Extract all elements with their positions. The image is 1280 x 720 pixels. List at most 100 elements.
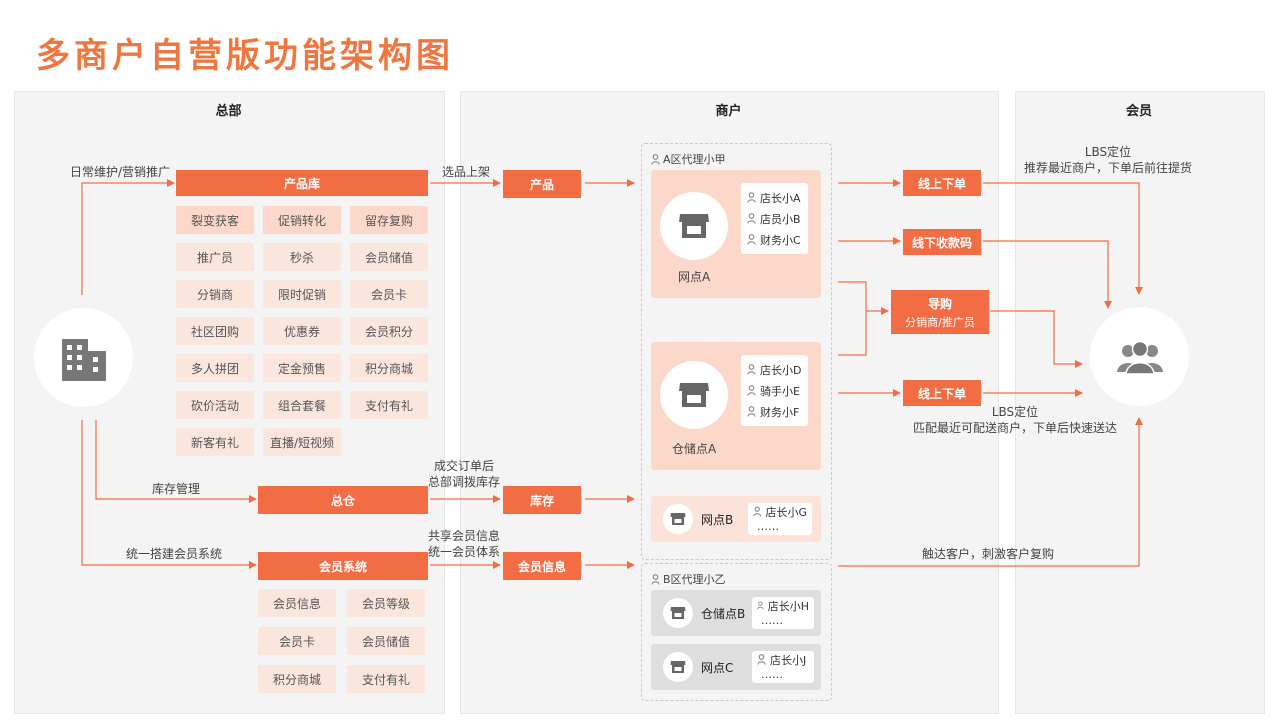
staff-row: 店长小D	[747, 359, 802, 380]
warehouse-bar: 总仓	[258, 486, 428, 514]
staff-name: ……	[761, 613, 783, 627]
agent-b-label: B区代理小乙	[651, 571, 726, 587]
staff-name: 店长小H	[767, 599, 809, 613]
staff-row: 店长小A	[747, 187, 802, 208]
staff-row: 店长小G	[753, 504, 807, 519]
member-feature-chip: 会员信息	[258, 589, 336, 617]
staff-name: 店长小J	[770, 653, 807, 667]
staff-name: 财务小F	[760, 405, 800, 419]
lbs-top-label: LBS定位 推荐最近商户，下单后前往提货	[1008, 144, 1208, 176]
lbs-top-line-2: 推荐最近商户，下单后前往提货	[1023, 161, 1192, 175]
staff-name: 店长小A	[760, 191, 801, 205]
feature-chip: 秒杀	[263, 243, 341, 271]
person-icon	[757, 601, 764, 610]
product-bar: 产品	[503, 170, 581, 198]
reach-label: 触达客户，刺激客户复购	[922, 547, 1055, 561]
person-icon	[651, 153, 660, 165]
daily-label: 日常维护/营销推广	[70, 165, 171, 179]
staff-row: 店长小H	[757, 598, 809, 613]
outlet-c-staff: 店长小J ……	[752, 651, 814, 683]
feature-chip: 会员储值	[350, 243, 428, 271]
member-feature-chip: 会员储值	[347, 627, 425, 655]
staff-row: 骑手小E	[747, 380, 802, 401]
lbs-bottom-line-1: LBS定位	[991, 405, 1039, 419]
feature-chip: 裂变获客	[176, 206, 254, 234]
feature-chip: 多人拼团	[176, 354, 254, 382]
feature-chip: 分销商	[176, 280, 254, 308]
person-icon	[747, 364, 756, 375]
feature-chip: 支付有礼	[350, 391, 428, 419]
outlet-b-circle	[663, 504, 693, 534]
guide-title: 导购	[927, 296, 952, 311]
agent-a-label: A区代理小甲	[651, 151, 726, 167]
guide-subtitle: 分销商/推广员	[905, 315, 975, 329]
store-icon	[670, 661, 686, 673]
member-feature-chip: 支付有礼	[347, 665, 425, 693]
feature-chip: 会员卡	[350, 280, 428, 308]
outlet-a-name: 网点A	[678, 270, 711, 284]
staff-name: 店长小D	[760, 363, 802, 377]
person-icon	[747, 406, 756, 417]
staff-name: 骑手小E	[760, 384, 800, 398]
product-lib-bar: 产品库	[176, 170, 428, 196]
staff-row: 财务小C	[747, 229, 802, 250]
feature-chip: 社区团购	[176, 317, 254, 345]
staff-row: ……	[757, 667, 809, 681]
person-icon	[753, 506, 762, 517]
lbs-bottom-label: LBS定位 匹配最近可配送商户，下单后快速送达	[905, 404, 1125, 436]
staff-row: ……	[753, 519, 807, 533]
staff-name: 店长小G	[765, 505, 807, 519]
offline-code-button: 线下收款码	[903, 229, 981, 255]
feature-chip: 定金预售	[263, 354, 341, 382]
member-system-bar: 会员系统	[258, 552, 428, 580]
feature-chip: 积分商城	[350, 354, 428, 382]
hq-circle	[34, 308, 133, 407]
outlet-a-circle	[660, 192, 728, 260]
storage-b-name: 仓储点B	[701, 606, 746, 621]
deal-label: 成交订单后 总部调拨库存	[425, 458, 503, 490]
feature-chip: 组合套餐	[263, 391, 341, 419]
deal-line-2: 总部调拨库存	[427, 475, 500, 489]
member-panel-title: 会员	[1125, 104, 1152, 119]
agent-b-text: B区代理小乙	[663, 573, 726, 586]
staff-row: 店员小B	[747, 208, 802, 229]
member-feature-chip: 积分商城	[258, 665, 336, 693]
share-label: 共享会员信息 统一会员体系	[425, 528, 503, 560]
merchant-panel-title: 商户	[715, 104, 742, 119]
agent-a-region	[641, 143, 832, 560]
person-icon	[757, 654, 766, 665]
staff-name: 店员小B	[760, 212, 801, 226]
person-icon	[747, 234, 756, 245]
unify-member-label: 统一搭建会员系统	[126, 547, 223, 561]
outlet-c-circle	[663, 652, 693, 682]
store-icon	[670, 513, 686, 525]
building-icon	[61, 338, 106, 381]
member-feature-grid: 会员信息 会员等级 会员卡 会员储值 积分商城 支付有礼	[258, 589, 428, 693]
feature-chip: 留存复购	[350, 206, 428, 234]
person-icon	[747, 192, 756, 203]
online-order-button-2: 线上下单	[903, 380, 981, 406]
agent-a-text: A区代理小甲	[663, 153, 726, 166]
agent-b-region	[641, 563, 832, 701]
staff-row: 财务小F	[747, 401, 802, 422]
feature-chip: 优惠券	[263, 317, 341, 345]
member-feature-chip: 会员等级	[347, 589, 425, 617]
member-feature-chip: 会员卡	[258, 627, 336, 655]
storage-a-circle	[660, 361, 728, 429]
store-icon	[679, 214, 709, 238]
staff-name: ……	[761, 667, 783, 681]
stock-mgmt-label: 库存管理	[152, 482, 201, 496]
guide-box: 导购 分销商/推广员	[891, 290, 989, 334]
outlet-c-name: 网点C	[701, 660, 734, 675]
storage-b-staff: 店长小H ……	[752, 597, 814, 629]
store-icon	[670, 607, 686, 619]
lbs-top-line-1: LBS定位	[1084, 145, 1132, 159]
select-label: 选品上架	[442, 165, 491, 179]
page-title: 多商户自营版功能架构图	[36, 36, 454, 76]
person-icon	[747, 385, 756, 396]
outlet-a-staff: 店长小A 店员小B 财务小C	[741, 183, 808, 254]
online-order-button-1: 线上下单	[903, 170, 981, 196]
staff-name: ……	[757, 519, 779, 533]
outlet-b-name: 网点B	[701, 512, 734, 527]
